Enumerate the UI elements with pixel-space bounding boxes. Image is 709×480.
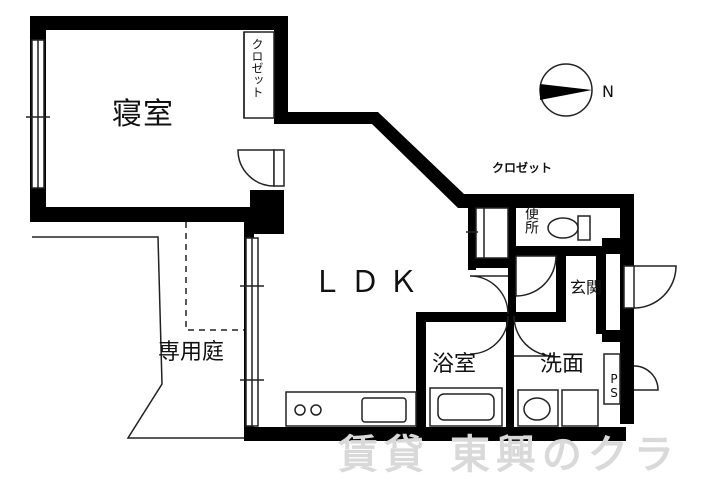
bedroom-label: 寝室	[112, 97, 174, 132]
garden-outline	[32, 222, 244, 439]
windows	[26, 39, 264, 427]
watermark: 賃貸 東興のクラ	[338, 432, 680, 478]
closets	[243, 31, 509, 259]
stove-burner	[294, 404, 306, 416]
washroom-label: 洗面	[540, 352, 585, 377]
entry-closet-label: クロゼット	[492, 161, 553, 175]
floor-plan	[26, 16, 677, 441]
toilet-label: 便所	[523, 206, 539, 234]
pipe-space	[603, 353, 621, 405]
doors	[237, 149, 677, 391]
compass-icon	[539, 63, 593, 117]
bath-label: 浴室	[432, 352, 477, 377]
compass-north-label: N	[602, 82, 614, 101]
toilet-tank	[577, 215, 591, 241]
bedroom-closet-label: クロゼット	[250, 38, 264, 98]
fixtures	[285, 215, 621, 427]
toilet-bowl	[547, 217, 579, 239]
garden-label: 専用庭	[158, 340, 225, 365]
kitchen-sink	[361, 397, 407, 423]
stove-burner	[310, 404, 322, 416]
ps-label: PS	[607, 372, 621, 400]
ldk-label: ＬＤＫ	[312, 265, 426, 300]
entrance-label: 玄関	[570, 278, 603, 297]
